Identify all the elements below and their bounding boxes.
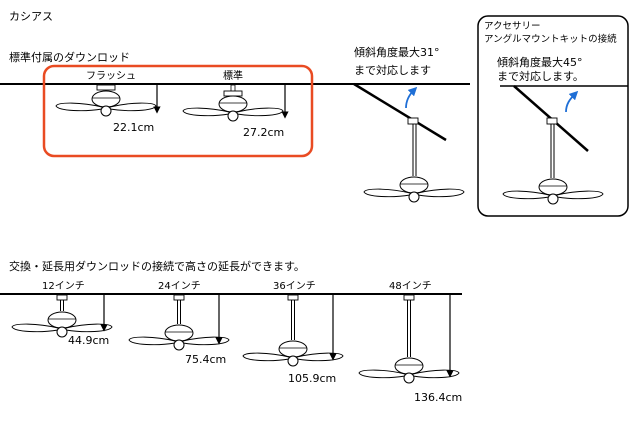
- extension-heading: 交換・延長用ダウンロッドの接続で高さの延長ができます。: [9, 259, 305, 273]
- std-label: 標準: [223, 69, 243, 82]
- extension-item: 48インチ 136.4cm: [358, 280, 462, 404]
- extension-items: 12インチ 44.9cm 24インチ 75.4cm 36インチ 105.9cm 48インチ 1…: [11, 280, 462, 404]
- flush-fan: [55, 84, 157, 117]
- extension-item-measure: 75.4cm: [185, 353, 226, 366]
- accessory-box: [477, 15, 629, 217]
- extension-item-label: 36インチ: [273, 280, 316, 292]
- accessory-angle-arrow: [565, 90, 579, 113]
- slope31-fan: [363, 117, 465, 203]
- extension-item-measure: 136.4cm: [414, 391, 462, 404]
- accessory-fan: [502, 117, 604, 205]
- flush-measure: 22.1cm: [113, 121, 154, 134]
- brand-title: カシアス: [9, 10, 53, 23]
- extension-item-label: 24インチ: [158, 280, 201, 292]
- standard-heading: 標準付属のダウンロッド: [9, 50, 130, 64]
- extension-item: 24インチ 75.4cm: [128, 280, 230, 366]
- accessory-angle-line1: 傾斜角度最大45°: [497, 55, 583, 69]
- extension-item-label: 12インチ: [42, 280, 85, 292]
- extension-item-measure: 105.9cm: [288, 372, 336, 385]
- canopy: [403, 294, 415, 301]
- highlight-box: [42, 64, 314, 158]
- flush-label: フラッシュ: [86, 70, 136, 82]
- slope31-ceiling: [353, 82, 447, 142]
- std-measure: 27.2cm: [243, 126, 284, 139]
- fan-icon: [128, 324, 230, 351]
- extension-item: 12インチ 44.9cm: [11, 280, 113, 347]
- slope31-line1: 傾斜角度最大31°: [354, 45, 440, 59]
- extension-item-label: 48インチ: [389, 280, 432, 292]
- slope31-line2: まで対応します: [354, 63, 431, 77]
- canopy: [287, 294, 299, 301]
- std-fan: [182, 84, 284, 122]
- slope31-angle-arrow: [405, 86, 418, 109]
- canopy: [56, 294, 68, 301]
- canopy: [173, 294, 185, 301]
- extension-item-measure: 44.9cm: [68, 334, 109, 347]
- accessory-line2: アングルマウントキットの接続: [484, 33, 617, 45]
- accessory-angle-line2: まで対応します。: [497, 69, 584, 83]
- extension-item: 36インチ 105.9cm: [242, 280, 344, 385]
- fan-icon: [358, 357, 460, 384]
- fan-icon: [242, 340, 344, 367]
- accessory-line1: アクセサリー: [484, 21, 541, 32]
